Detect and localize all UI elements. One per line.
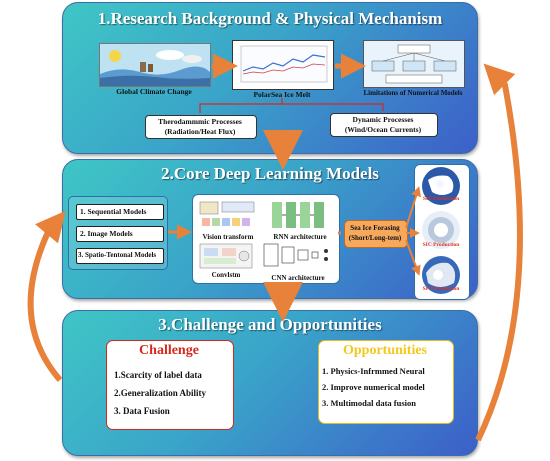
opportunities-box xyxy=(318,340,454,424)
challenge-box xyxy=(106,340,234,430)
sic-prediction-map xyxy=(418,210,464,252)
opportunities-item-1: 1. Physics-Infrmmed Neural xyxy=(322,366,425,376)
sea-ice-melt-image xyxy=(232,40,334,90)
image-models-label: 2. Image Models xyxy=(80,229,133,238)
sequential-models-item xyxy=(76,204,164,220)
cnn-architecture-image xyxy=(262,240,334,272)
challenge-heading: Challenge xyxy=(139,343,199,358)
vision-transformer-label: Vision transform xyxy=(202,233,254,241)
section-2-title: 2.Core Deep Learning Models xyxy=(161,164,379,183)
sea-ice-melt-label: PolarSea Ice Melt xyxy=(253,90,311,99)
numerical-models-label: Limitations of Numerical Models xyxy=(363,89,463,97)
sea-ice-forecast-box xyxy=(344,220,408,248)
feedback-arrow-left xyxy=(27,210,66,382)
rnn-architecture-image xyxy=(268,198,332,232)
cnn-architecture-label: CNN architecture xyxy=(271,274,325,282)
opportunities-heading: Opportunities xyxy=(342,343,427,358)
thermodynamic-process-title: Therodammmic Processes xyxy=(158,117,242,126)
sit-prediction-label: SIT Production xyxy=(422,196,460,202)
challenge-item-1: 1.Scarcity of label data xyxy=(114,370,202,380)
numerical-models-image xyxy=(363,40,465,88)
challenge-item-2: 2.Generalization Ability xyxy=(114,388,206,398)
siv-prediction-label: SIV Production xyxy=(422,286,460,292)
sit-prediction-map xyxy=(418,166,464,206)
image-models-item xyxy=(76,226,164,242)
convlstm-image xyxy=(198,242,254,270)
spatio-temporal-models-item xyxy=(76,248,164,264)
sic-prediction-label: SIC Production xyxy=(422,242,460,248)
thermodynamic-process-box xyxy=(145,115,257,139)
opportunities-item-3: 3. Multimodal data fusion xyxy=(322,398,416,408)
sea-ice-forecast-title: Sea Ice Forasing xyxy=(350,224,400,232)
sequential-models-label: 1. Sequential Models xyxy=(80,207,147,216)
spatio-temporal-models-label: 3. Spatio-Tentonal Models xyxy=(78,251,157,259)
dynamic-process-box xyxy=(330,113,438,137)
rnn-architecture-label: RNN architecture xyxy=(273,233,327,241)
siv-prediction-map xyxy=(418,255,464,295)
global-climate-image xyxy=(99,43,211,87)
section-3-title: 3.Challenge and Opportunities xyxy=(158,315,382,334)
global-climate-label: Global Climate Change xyxy=(116,87,192,96)
opportunities-item-2: 2. Improve numerical model xyxy=(322,382,425,392)
dynamic-process-detail: (Wind/Ocean Currents) xyxy=(344,125,422,134)
convlstm-label: Convlstm xyxy=(211,271,241,279)
challenge-item-3: 3. Data Fusion xyxy=(114,406,170,416)
arrow-forecast-to-siv xyxy=(405,239,421,276)
arrow-forecast-to-sit xyxy=(405,186,421,229)
dynamic-process-title: Dynamic Processes xyxy=(352,115,414,124)
process-branch-lines xyxy=(199,103,384,113)
vision-transformer-image xyxy=(198,200,258,232)
section-1-title: 1.Research Background & Physical Mechani… xyxy=(97,9,443,28)
feedback-arrow-right xyxy=(475,63,523,442)
thermodynamic-process-detail: (Radiation/Heat Flux) xyxy=(164,127,236,136)
sea-ice-forecast-detail: (Short/Long-tem) xyxy=(348,234,402,242)
